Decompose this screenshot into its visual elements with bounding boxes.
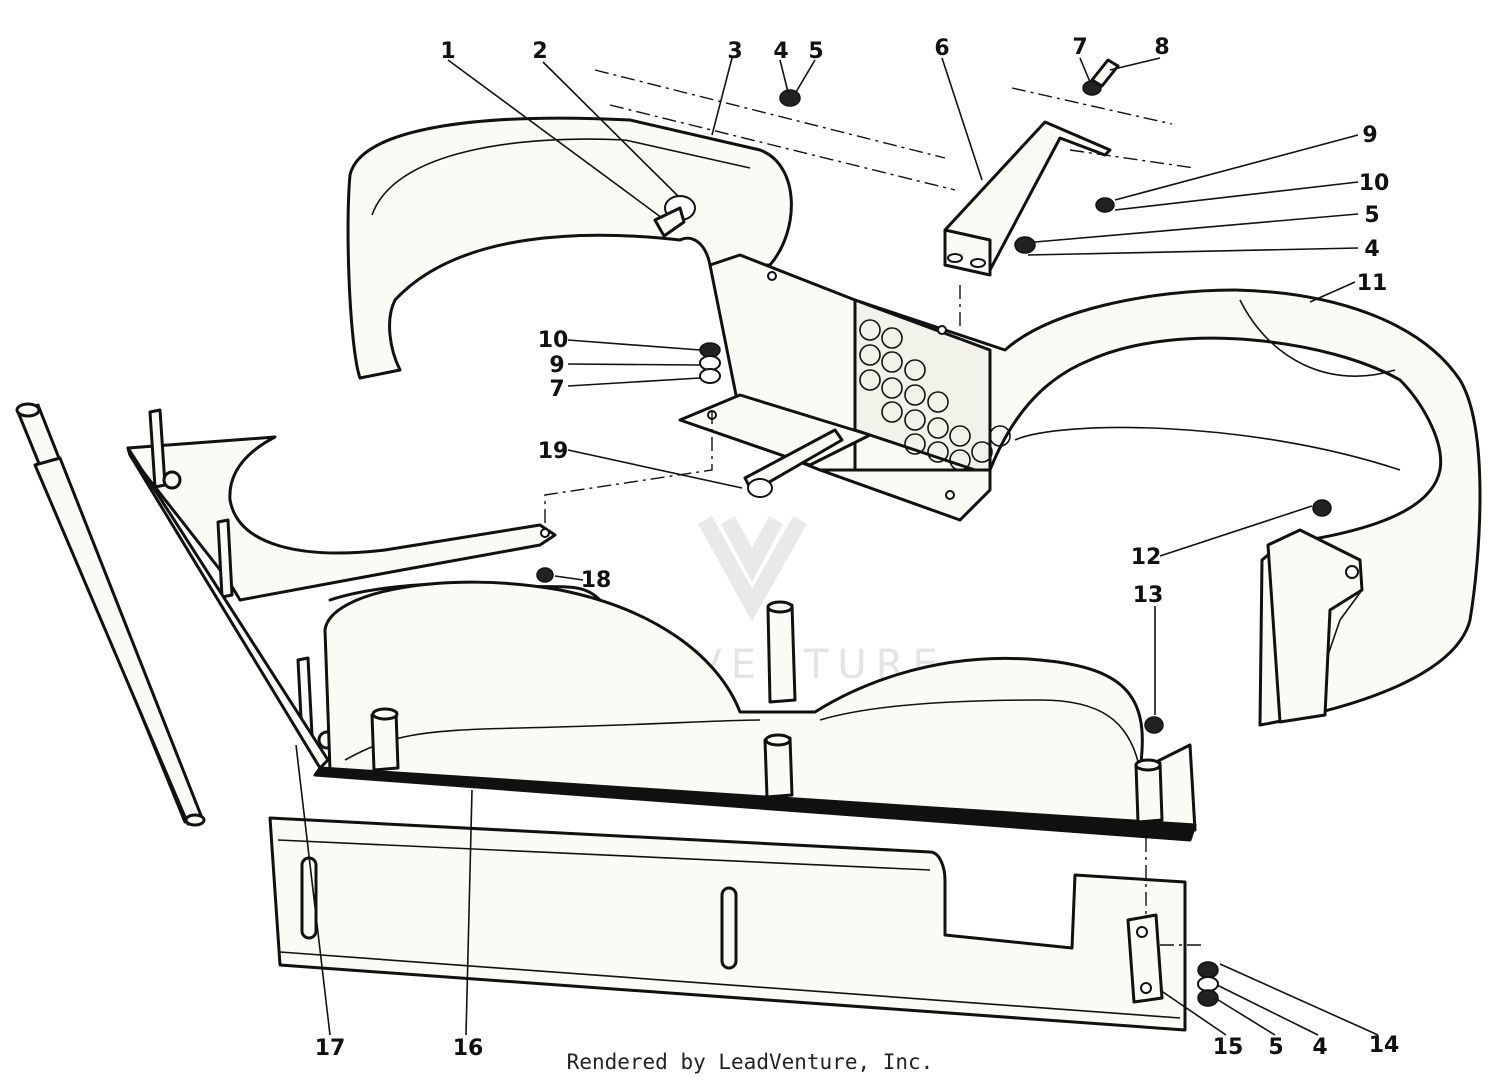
callout-19: 19	[538, 439, 569, 464]
callout-14: 14	[1369, 1033, 1400, 1058]
callout-11: 11	[1357, 271, 1388, 296]
fastener-hardware	[536, 58, 1332, 1007]
callout-15: 15	[1213, 1035, 1244, 1060]
callout-5c: 5	[1268, 1035, 1283, 1060]
callout-leaders	[295, 57, 1379, 1036]
callout-17: 17	[315, 1036, 346, 1061]
lower-baffle	[313, 580, 1197, 842]
callout-9a: 9	[1362, 123, 1377, 148]
callout-labels: 1 2 3 4 5 6 7 8 9 10 5 4 11 10 9 7 19 18…	[315, 35, 1400, 1061]
baffle-housing-upper	[346, 116, 1482, 727]
callout-18: 18	[581, 568, 612, 593]
callout-10b: 10	[538, 328, 569, 353]
callout-4b: 4	[1364, 237, 1379, 262]
callout-5b: 5	[1364, 203, 1379, 228]
callout-2: 2	[532, 39, 547, 64]
callout-12: 12	[1131, 545, 1162, 570]
callout-9b: 9	[549, 353, 564, 378]
deflector-plate	[678, 393, 872, 498]
front-skirt	[268, 816, 1187, 1032]
rendered-by-footer: Rendered by LeadVenture, Inc.	[566, 1050, 934, 1074]
alignment-lines	[544, 69, 1205, 946]
callout-4c: 4	[1312, 1035, 1327, 1060]
callout-13: 13	[1133, 583, 1164, 608]
callout-6: 6	[934, 36, 949, 61]
callout-1: 1	[440, 39, 455, 64]
callout-3: 3	[727, 39, 742, 64]
mounting-bracket	[943, 120, 1112, 277]
callout-5a: 5	[808, 39, 823, 64]
side-rod	[15, 402, 206, 827]
callout-8: 8	[1154, 35, 1169, 60]
callout-4a: 4	[773, 39, 788, 64]
callout-16: 16	[453, 1036, 484, 1061]
callout-10a: 10	[1359, 171, 1390, 196]
callout-7a: 7	[1072, 35, 1087, 60]
callout-7b: 7	[549, 377, 564, 402]
